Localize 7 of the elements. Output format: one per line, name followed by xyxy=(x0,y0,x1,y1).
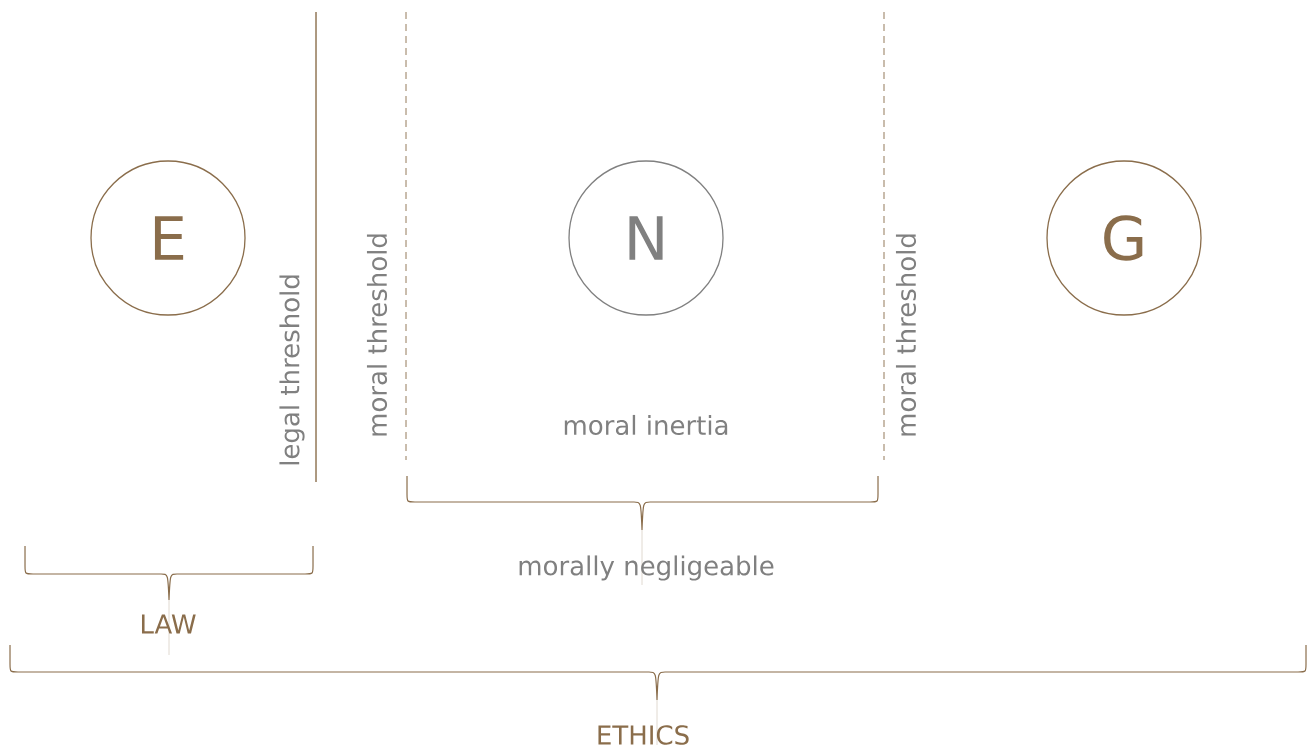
label: moral threshold xyxy=(366,234,388,436)
label: morally negligeable xyxy=(519,555,774,581)
label: LAW xyxy=(142,614,196,634)
label: legal threshold xyxy=(279,275,305,465)
label: ETHICS xyxy=(598,725,689,745)
label: moral threshold xyxy=(895,234,917,436)
label: moral inertia xyxy=(564,414,728,436)
